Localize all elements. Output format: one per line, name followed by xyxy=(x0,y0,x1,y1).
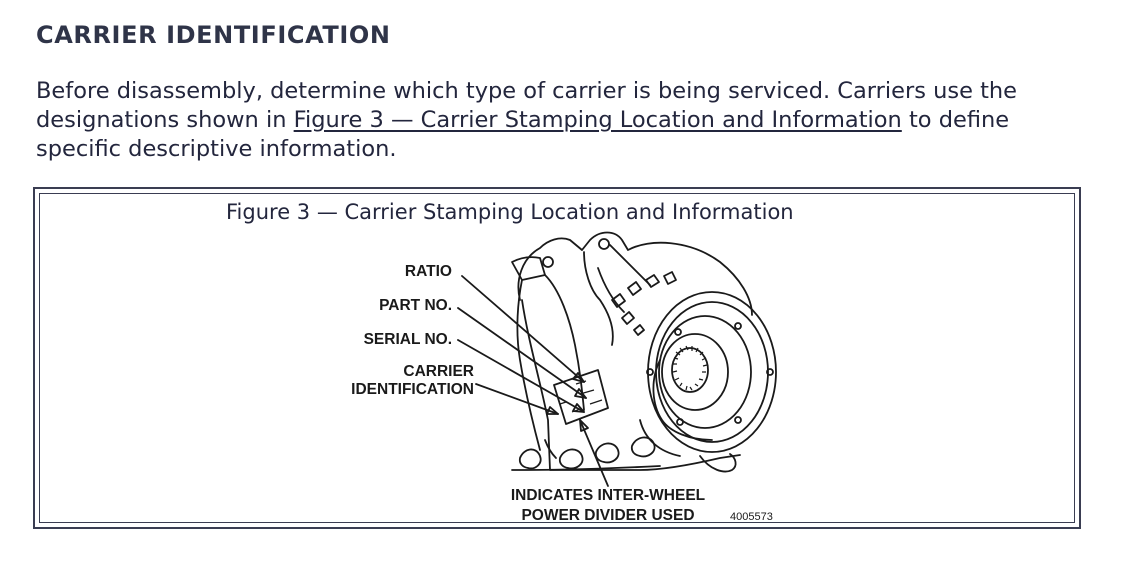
figure-caption: Figure 3 — Carrier Stamping Location and… xyxy=(226,200,794,224)
carrier-housing-drawing xyxy=(511,231,777,473)
figure-part-number: 4005573 xyxy=(730,511,773,523)
label-inter-wheel-line1: INDICATES INTER-WHEEL xyxy=(511,487,705,504)
paragraph-text-after: to define specific descriptive informati… xyxy=(36,107,1010,162)
label-carrier-id-line2: IDENTIFICATION xyxy=(351,381,474,398)
paragraph-text-before: Before disassembly, determine which type… xyxy=(36,78,1018,133)
figure-reference-link[interactable]: Figure 3 — Carrier Stamping Location and… xyxy=(293,107,902,133)
figure-frame-inner-border xyxy=(39,193,1075,523)
label-carrier-id-line1: CARRIER xyxy=(403,363,474,380)
label-inter-wheel-line2: POWER DIVIDER USED xyxy=(521,507,694,524)
label-serial-no: SERIAL NO. xyxy=(364,331,452,348)
callout-leader-lines xyxy=(457,275,609,487)
section-heading: CARRIER IDENTIFICATION xyxy=(36,21,391,49)
label-part-no: PART NO. xyxy=(379,297,452,314)
intro-paragraph: Before disassembly, determine which type… xyxy=(36,77,1066,164)
label-ratio: RATIO xyxy=(405,263,452,280)
figure-frame xyxy=(33,187,1081,529)
